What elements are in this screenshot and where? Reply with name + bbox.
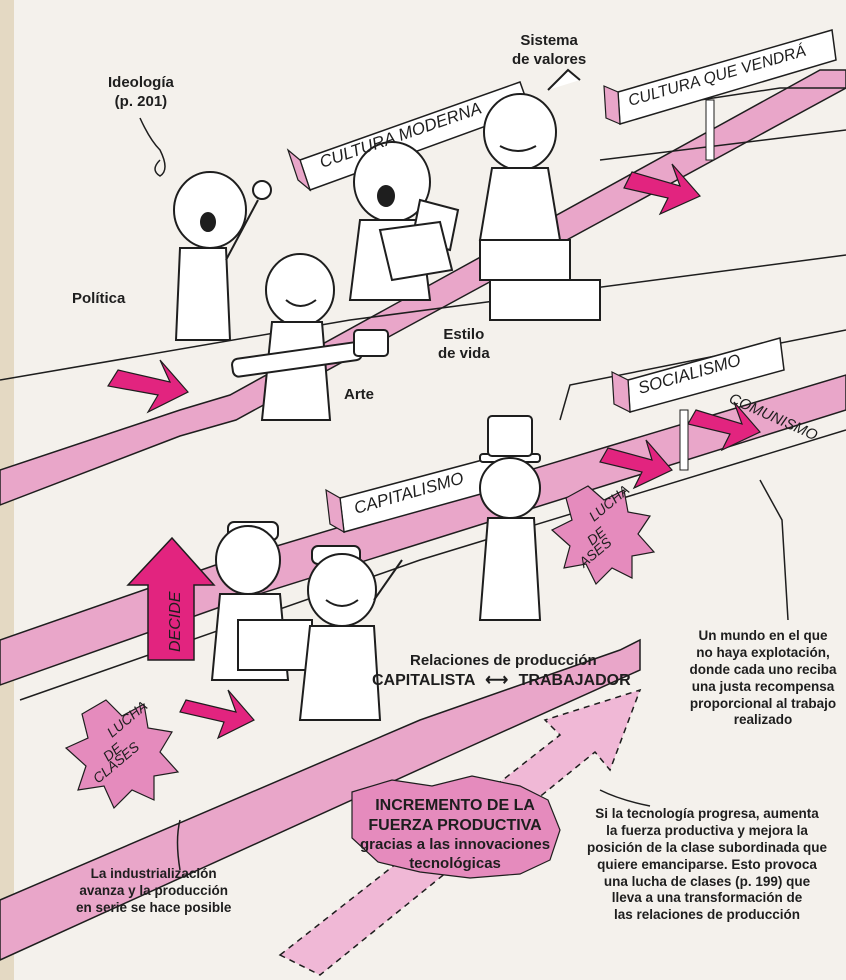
mundo-pointer <box>760 480 788 620</box>
incremento-1: INCREMENTO DE LA <box>360 796 550 816</box>
tecno-5: una lucha de clases (p. 199) que <box>576 874 838 891</box>
label-ideologia-2: (p. 201) <box>108 93 174 112</box>
relaciones-block: Relaciones de producción CAPITALISTA ⟷ T… <box>410 652 631 691</box>
decide-text: DECIDE <box>167 591 184 652</box>
gracias-1: gracias a las innovaciones <box>360 836 550 855</box>
industrial-3: en serie se hace posible <box>76 900 231 917</box>
tecno-7: las relaciones de producción <box>576 907 838 924</box>
mundo-1: Un mundo en el que <box>680 628 846 645</box>
label-arte: Arte <box>344 386 374 405</box>
label-politica-text: Política <box>72 290 125 307</box>
figure-singer <box>174 172 271 340</box>
figure-laptop <box>350 142 458 300</box>
incremento-block: INCREMENTO DE LA FUERZA PRODUCTIVA graci… <box>360 796 550 874</box>
label-politica: Política <box>72 290 125 309</box>
mundo-3: donde cada uno reciba <box>680 662 846 679</box>
tecno-1: Si la tecnología progresa, aumenta <box>576 806 838 823</box>
mundo-4: una justa recompensa <box>680 679 846 696</box>
relaciones-pair: CAPITALISTA ⟷ TRABAJADOR <box>372 671 631 691</box>
figure-thinker <box>480 70 600 320</box>
figure-capitalist <box>480 416 540 620</box>
tecno-4: quiere emanciparse. Esto provoca <box>576 857 838 874</box>
mundo-5: proporcional al trabajo <box>680 696 846 713</box>
label-ideologia-1: Ideología <box>108 74 174 93</box>
gracias-2: tecnológicas <box>360 855 550 874</box>
relaciones-title: Relaciones de producción <box>410 652 631 671</box>
arrow-text: ⟷ <box>485 672 508 689</box>
step-arrow-5 <box>180 690 254 738</box>
label-estilo-2: de vida <box>438 345 490 364</box>
note-industrializacion: La industrialización avanza y la producc… <box>76 866 231 917</box>
label-sistema-2: de valores <box>512 51 586 70</box>
ideologia-pointer <box>140 118 165 176</box>
label-sistema-1: Sistema <box>512 32 586 51</box>
label-sistema-valores: Sistema de valores <box>512 32 586 70</box>
capitalista-text: CAPITALISTA <box>372 672 475 689</box>
tecno-3: posición de la clase subordinada que <box>576 840 838 857</box>
industrial-2: avanza y la producción <box>76 883 231 900</box>
note-mundo: Un mundo en el que no haya explotación, … <box>680 628 846 729</box>
tecno-6: lleva a una transformación de <box>576 890 838 907</box>
step-arrow-1 <box>108 360 188 412</box>
trabajador-text: TRABAJADOR <box>519 672 631 689</box>
industrial-1: La industrialización <box>76 866 231 883</box>
note-tecnologia: Si la tecnología progresa, aumenta la fu… <box>576 806 838 924</box>
tecnologia-pointer <box>600 790 650 806</box>
mundo-2: no haya explotación, <box>680 645 846 662</box>
label-estilo-vida: Estilo de vida <box>438 326 490 364</box>
label-ideologia: Ideología (p. 201) <box>108 74 174 112</box>
incremento-2: FUERZA PRODUCTIVA <box>360 816 550 836</box>
label-estilo-1: Estilo <box>438 326 490 345</box>
label-arte-text: Arte <box>344 386 374 403</box>
mundo-6: realizado <box>680 712 846 729</box>
tecno-2: la fuerza productiva y mejora la <box>576 823 838 840</box>
